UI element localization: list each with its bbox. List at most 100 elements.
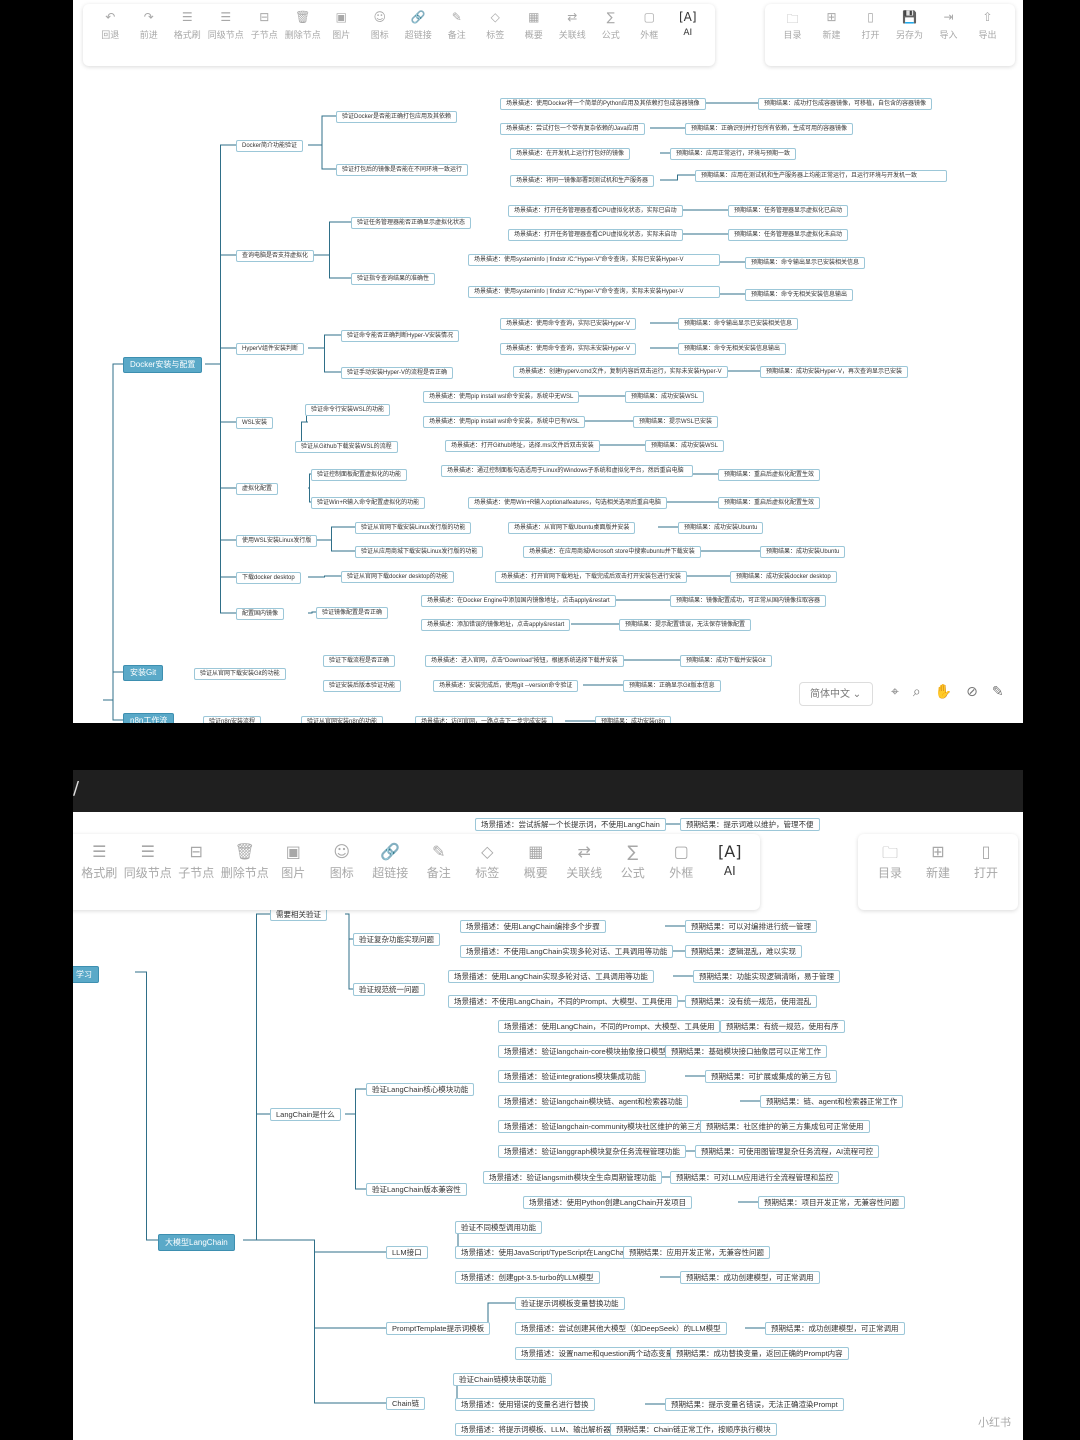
tool-new-file-button[interactable]: ⊞新建: [812, 10, 851, 41]
subbranch-node[interactable]: 验证任务管理器能否正确显示虚拟化状态: [351, 217, 472, 229]
scenario-node[interactable]: 场景描述：安装完成后，使用git --version命令验证: [433, 680, 579, 692]
tool-format-painter-button[interactable]: ☰格式刷: [75, 842, 124, 881]
result-node[interactable]: 预期结果：命令无相关安装信息输出: [745, 289, 854, 301]
result-node[interactable]: 预期结果：没有统一规范，使用混乱: [685, 995, 817, 1008]
result-node[interactable]: 预期结果：成功安装Hyper-V，再次查询显示已安装: [760, 366, 909, 378]
scenario-node[interactable]: 场景描述：尝试拆解一个长提示词，不使用LangChain: [475, 818, 666, 831]
result-node[interactable]: 预期结果：可使用图管理复杂任务流程，AI流程可控: [695, 1145, 880, 1158]
scenario-node[interactable]: 场景描述：尝试打包一个带有复杂依赖的Java应用: [500, 123, 645, 135]
result-node[interactable]: 预期结果：正确识别并打包所有依赖，生成可用的容器镜像: [685, 123, 854, 135]
scenario-node[interactable]: 场景描述：使用命令查询，实际已安装Hyper-V: [500, 318, 637, 330]
branch-node[interactable]: Docker简介功能验证: [236, 140, 304, 152]
scenario-node[interactable]: 场景描述：在应用商城Microsoft store中搜索ubuntu并下载安装: [523, 546, 701, 558]
scenario-node[interactable]: 场景描述：验证langchain-community模块社区维护的第三方集成功能: [498, 1120, 739, 1133]
scenario-node[interactable]: 场景描述：在Docker Engine中添加国内镜像地址，点击apply&res…: [421, 595, 616, 607]
result-node[interactable]: 预期结果：成功安装Ubuntu: [678, 522, 764, 534]
tool-sibling-node-button[interactable]: ☰同级节点: [207, 10, 246, 41]
tool-child-node-button[interactable]: ⊟子节点: [172, 842, 221, 881]
tool-frame-button[interactable]: ▢外框: [657, 842, 706, 881]
subbranch-node[interactable]: 验证LangChain版本兼容性: [366, 1183, 467, 1196]
result-node[interactable]: 预期结果：链、agent和检索器正常工作: [760, 1095, 904, 1108]
result-node[interactable]: 预期结果：提示词难以维护，管理不便: [680, 818, 820, 831]
subbranch-node[interactable]: 验证从应用商城下载安装Linux发行版的功能: [355, 546, 484, 558]
subbranch-node[interactable]: 验证手动安装Hyper-V的流程是否正确: [341, 367, 454, 379]
branch-node[interactable]: 虚拟化配置: [236, 483, 279, 495]
scenario-node[interactable]: 场景描述：通过控制面板勾选适用于Linux的Windows子系统和虚拟化平台，然…: [441, 465, 693, 477]
tool-tag-button[interactable]: ◇标签: [476, 10, 515, 41]
root-node-docker[interactable]: Docker安装与配置: [123, 357, 203, 373]
subbranch-node[interactable]: 验证从Github下载安装WSL的流程: [295, 441, 398, 453]
tool-formula-button[interactable]: ∑公式: [609, 842, 658, 881]
subbranch-node[interactable]: 验证命令能否正确判断Hyper-V安装情况: [341, 330, 460, 342]
result-node[interactable]: 预期结果：重启后虚拟化配置生效: [718, 469, 821, 481]
scenario-node[interactable]: 场景描述：打开任务管理器查看CPU虚拟化状态，实际已启动: [508, 205, 683, 217]
result-node[interactable]: 预期结果：重启后虚拟化配置生效: [718, 497, 821, 509]
subbranch-node[interactable]: 验证复杂功能实现问题: [353, 933, 440, 946]
hand-icon[interactable]: ✋: [934, 684, 953, 700]
subbranch-node[interactable]: 验证Chain链模块串联功能: [453, 1373, 553, 1386]
tool-image-button[interactable]: ▣图片: [322, 10, 361, 41]
tool-format-painter-button[interactable]: ☰格式刷: [168, 10, 207, 41]
result-node[interactable]: 预期结果：可扩展或集成的第三方包: [705, 1070, 837, 1083]
tool-ai-button[interactable]: [A]AI: [706, 842, 755, 878]
scenario-node[interactable]: 场景描述：进入官网，点击“Download”按钮，根据系统选择下载并安装: [425, 655, 624, 667]
result-node[interactable]: 预期结果：项目开发正常，无兼容性问题: [758, 1196, 905, 1209]
tool-link-button[interactable]: 🔗超链接: [399, 10, 438, 41]
result-node[interactable]: 预期结果：任务管理器显示虚拟化未启动: [728, 229, 849, 241]
root-node-langchain[interactable]: 大模型LangChain: [158, 1234, 235, 1251]
tool-summary-button[interactable]: ▦概要: [512, 842, 561, 881]
result-node[interactable]: 预期结果：可对LLM应用进行全流程管理和监控: [670, 1171, 840, 1184]
compass-icon[interactable]: ⊘: [966, 684, 978, 700]
branch-node[interactable]: 配置国内镜像: [236, 608, 285, 620]
tool-ai-button[interactable]: [A]AI: [669, 10, 708, 38]
scenario-node[interactable]: 场景描述：从官网下载Ubuntu桌面版并安装: [508, 522, 636, 534]
result-node[interactable]: 预期结果：Chain链正常工作，按顺序执行模块: [610, 1423, 777, 1436]
subbranch-node[interactable]: 验证从官网下载docker desktop的功能: [341, 571, 454, 583]
scenario-node[interactable]: 场景描述：打开Github地址，选择.msi文件后双击安装: [445, 440, 600, 452]
tool-tag-button[interactable]: ◇标签: [463, 842, 512, 881]
scenario-node[interactable]: 场景描述：使用Python创建LangChain开发项目: [523, 1196, 693, 1209]
result-node[interactable]: 预期结果：任务管理器显示虚拟化已启动: [728, 205, 849, 217]
result-node[interactable]: 预期结果：基础模块接口抽象层可以正常工作: [665, 1045, 827, 1058]
result-node[interactable]: 预期结果：成功下载并安装Git: [680, 655, 772, 667]
result-node[interactable]: 预期结果：成功创建模型，可正常调用: [680, 1271, 820, 1284]
scenario-node[interactable]: 场景描述：添加错误的镜像地址，点击apply&restart: [421, 619, 571, 631]
result-node[interactable]: 预期结果：应用正常运行，环境与预期一致: [670, 148, 797, 160]
result-node[interactable]: 预期结果：成功安装WSL: [645, 440, 725, 452]
tool-trash-button[interactable]: 🗑删除节点: [284, 10, 323, 41]
scenario-node[interactable]: 场景描述：创建hyperv.cmd文件，复制内容后双击运行，实际未安装Hyper…: [513, 366, 728, 378]
scenario-node[interactable]: 场景描述：访问官网，一路点击下一步完成安装: [415, 716, 554, 723]
subbranch-node[interactable]: 验证从官网下载安装Git的功能: [194, 668, 286, 680]
tool-folder-button[interactable]: 🗀目录: [866, 842, 914, 881]
subbranch-node[interactable]: 验证下载流程是否正确: [323, 655, 396, 667]
scenario-node[interactable]: 场景描述：将同一镜像部署到测试机和生产服务器: [510, 175, 655, 187]
result-node[interactable]: 预期结果：正确显示Git版本信息: [623, 680, 721, 692]
tool-relation-line-button[interactable]: ⇄关联线: [560, 842, 609, 881]
scenario-node[interactable]: 场景描述：在开发机上运行打包好的镜像: [510, 148, 631, 160]
tool-folder-button[interactable]: 🗀目录: [773, 10, 812, 41]
tool-note-button[interactable]: ✎备注: [438, 10, 477, 41]
subbranch-node[interactable]: 验证安装后版本验证功能: [323, 680, 402, 692]
tool-undo-button[interactable]: ↶回退: [91, 10, 130, 41]
subbranch-node[interactable]: 验证n8n安装流程: [203, 716, 262, 723]
scenario-node[interactable]: 场景描述：验证langchain模块链、agent和检索器功能: [498, 1095, 689, 1108]
result-node[interactable]: 预期结果：命令无相关安装信息输出: [678, 343, 787, 355]
branch-node[interactable]: LLM接口: [386, 1246, 428, 1259]
tool-import-button[interactable]: ⇥导入: [929, 10, 968, 41]
branch-node[interactable]: Chain链: [386, 1397, 426, 1410]
scenario-node[interactable]: 场景描述：验证integrations模块集成功能: [498, 1070, 647, 1083]
root-node-git[interactable]: 安装Git: [123, 665, 164, 681]
scenario-node[interactable]: 场景描述：使用LangChain，不同的Prompt、大模型、工具使用: [498, 1020, 721, 1033]
scenario-node[interactable]: 场景描述：尝试创建其他大模型（如DeepSeek）的LLM模型: [515, 1322, 727, 1335]
result-node[interactable]: 预期结果：成功安装Ubuntu: [760, 546, 846, 558]
tool-child-node-button[interactable]: ⊟子节点: [245, 10, 284, 41]
root-node-n8n[interactable]: n8n工作流: [123, 713, 175, 723]
subbranch-node[interactable]: 验证规范统一问题: [353, 983, 425, 996]
subbranch-node[interactable]: 验证从官网安装n8n的功能: [301, 716, 384, 723]
language-select[interactable]: 简体中文 ⌄: [799, 682, 873, 706]
scenario-node[interactable]: 场景描述：使用systeminfo | findstr /C:"Hyper-V"…: [468, 286, 720, 298]
edit-icon[interactable]: ✎: [991, 684, 1004, 700]
tool-redo-button[interactable]: ↷前进: [130, 10, 169, 41]
subbranch-node[interactable]: 验证从官网下载安装Linux发行版的功能: [355, 522, 472, 534]
